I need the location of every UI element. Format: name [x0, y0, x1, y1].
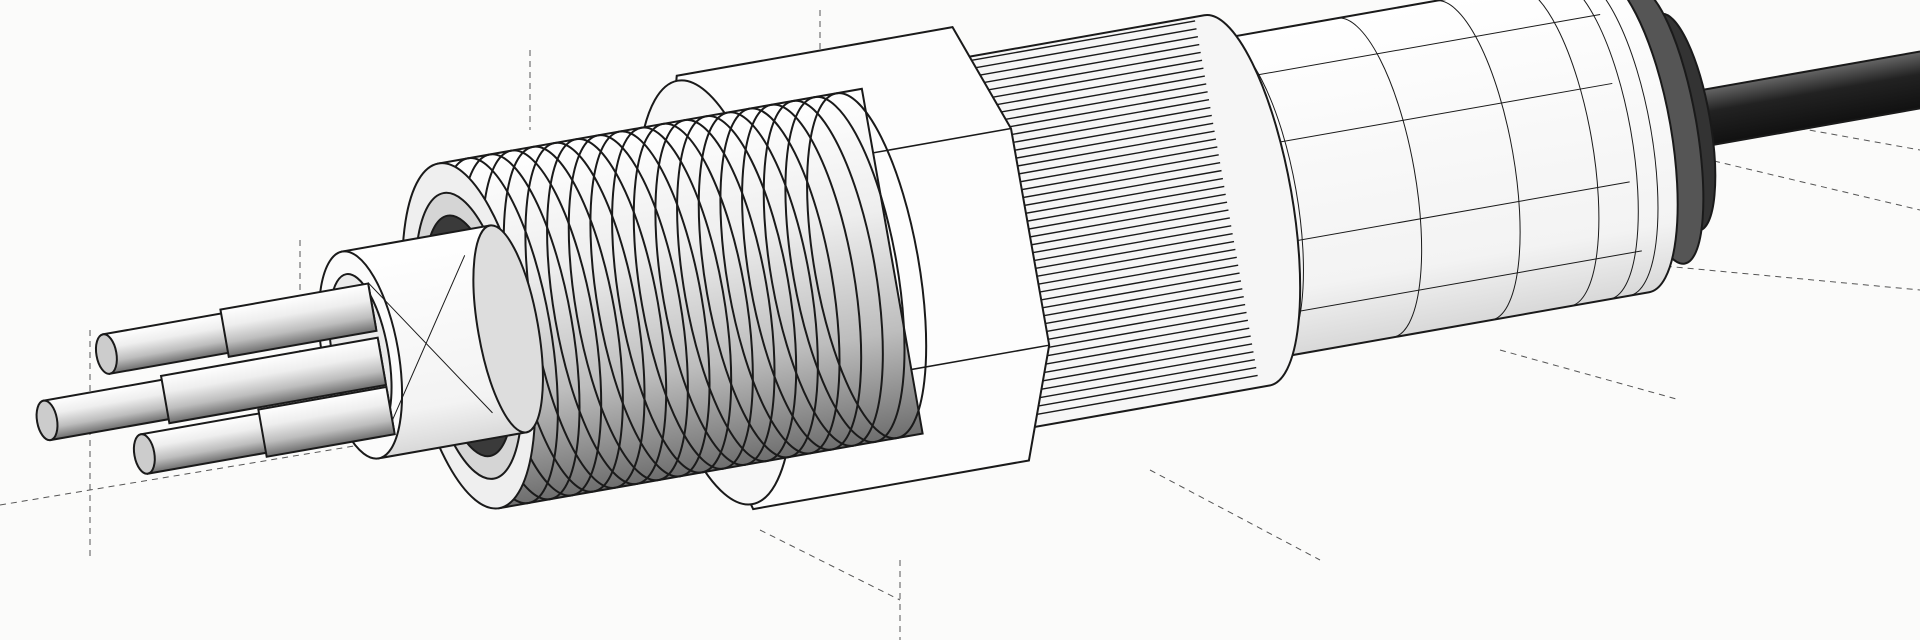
- thread-ridge: [784, 95, 906, 444]
- knurl-ridge: [1011, 374, 1258, 420]
- thread-ridge: [611, 126, 733, 474]
- thread-ridge: [762, 99, 884, 447]
- thread-ridge: [806, 92, 928, 440]
- knurl-ridge: [957, 67, 1204, 113]
- construction-line: [1499, 349, 1681, 401]
- knurl-ridge: [1008, 359, 1255, 404]
- body-contour: [1553, 0, 1639, 300]
- body-contour: [1435, 0, 1521, 321]
- knurl-ridge: [1009, 366, 1257, 412]
- thread-ridge: [567, 134, 689, 482]
- knurl-ridge: [951, 36, 1199, 81]
- thread-ridge: [741, 103, 863, 451]
- construction-line: [1599, 259, 1920, 291]
- knurl-ridge: [1007, 351, 1254, 396]
- contact-pin: [132, 385, 396, 475]
- contact-pin: [35, 336, 388, 442]
- thread-ridge: [719, 107, 841, 455]
- knurl-ridge: [1005, 343, 1253, 389]
- thread-ridge: [654, 118, 776, 467]
- knurl-ridge: [952, 43, 1200, 89]
- knurl-ridge: [948, 20, 1196, 66]
- construction-line: [759, 529, 901, 601]
- contact-pin: [94, 282, 378, 375]
- thread-ridge: [589, 130, 711, 478]
- knurl-ridge: [955, 59, 1203, 105]
- knurl-ridge: [950, 28, 1197, 73]
- contact-pins: [35, 282, 396, 475]
- construction-line: [0, 424, 481, 506]
- thread-ridge: [632, 122, 754, 470]
- body-contour: [1513, 0, 1600, 307]
- body-contour: [1573, 0, 1659, 297]
- knurl-ridge: [954, 51, 1201, 97]
- thread-ridge: [676, 115, 798, 463]
- body-contour: [1336, 17, 1423, 338]
- thread-ridge: [697, 111, 819, 459]
- thread-ridge: [546, 137, 668, 486]
- construction-line: [1149, 469, 1321, 561]
- knurl-ridge: [1004, 335, 1251, 381]
